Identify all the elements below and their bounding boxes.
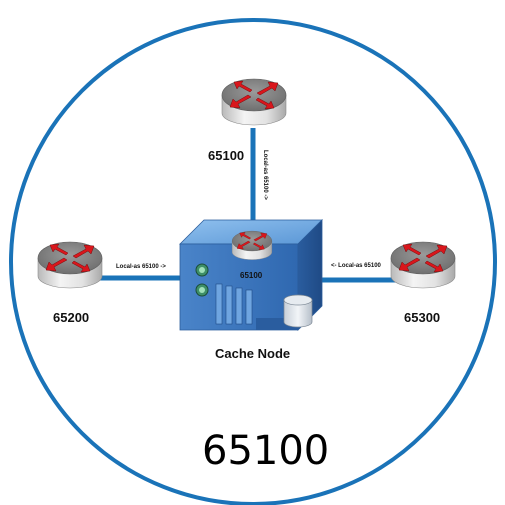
router-top-asn: 65100: [208, 148, 245, 163]
status-light-icon: [195, 263, 209, 297]
link-top-label: Local-as 65100 ->: [262, 150, 268, 200]
router-icon-left: [37, 241, 103, 289]
router-right-asn: 65300: [404, 310, 441, 325]
link-left-label: Local-as 65100 ->: [116, 264, 166, 270]
database-icon: [283, 294, 313, 328]
router-icon-cache: [231, 230, 273, 260]
router-left-asn: 65200: [53, 310, 90, 325]
cache-node-asn: 65100: [240, 271, 263, 280]
router-icon-top: [221, 78, 287, 126]
router-icon-right: [390, 241, 456, 289]
link-right-label: <- Local-as 65100: [331, 263, 381, 269]
cache-node-label: Cache Node: [215, 346, 291, 361]
as-number-label: 65100: [202, 428, 330, 474]
